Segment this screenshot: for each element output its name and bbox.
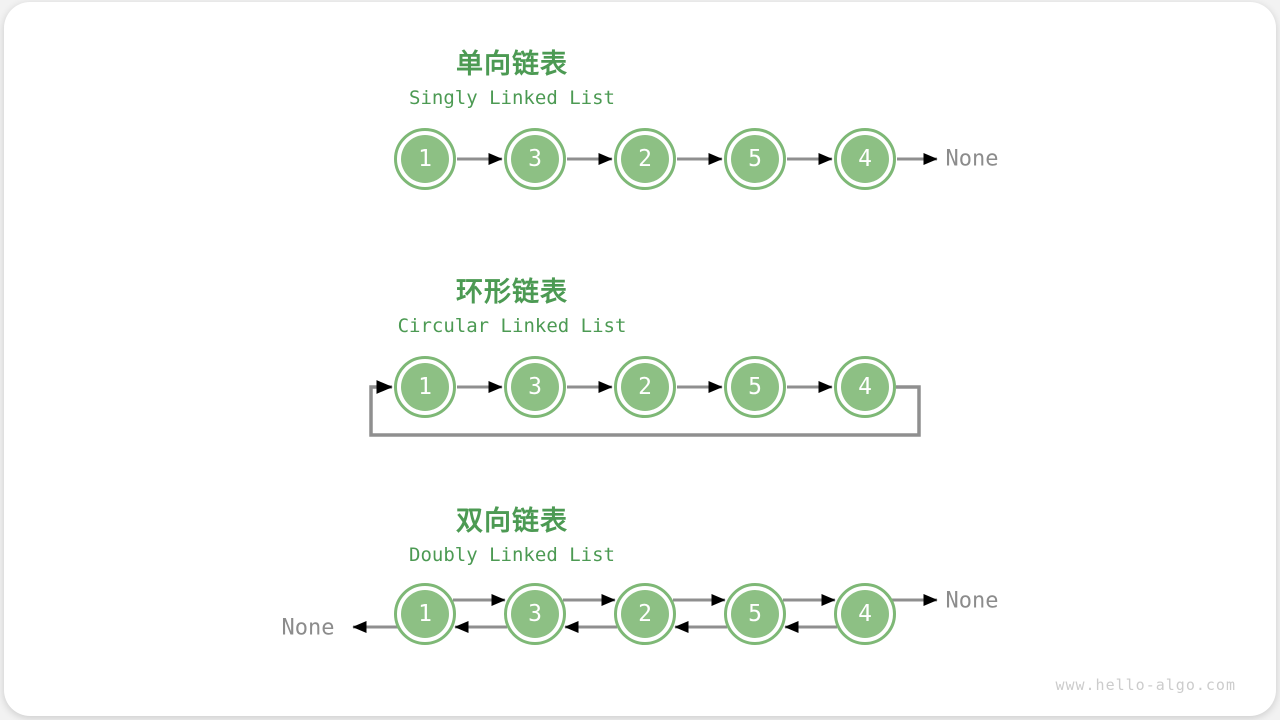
singly-title-en: Singly Linked List [409,87,615,109]
list-node: 5 [724,356,786,418]
list-node: 3 [504,583,566,645]
none-label: None [945,588,999,614]
section-doubly-titles: 双向链表 Doubly Linked List [362,505,662,567]
loop-arrow [369,380,921,437]
node-value: 4 [841,135,889,183]
list-node: 4 [834,356,896,418]
node-value: 1 [401,363,449,411]
section-singly-titles: 单向链表 Singly Linked List [362,48,662,110]
doubly-title-en: Doubly Linked List [409,544,615,566]
section-circular-titles: 环形链表 Circular Linked List [362,276,662,338]
arrow-layer [352,153,938,633]
none-label: None [281,615,335,641]
list-node: 3 [504,128,566,190]
list-node: 2 [614,583,676,645]
list-node: 1 [394,583,456,645]
node-value: 1 [401,135,449,183]
list-node: 1 [394,128,456,190]
singly-title-zh: 单向链表 [456,49,568,79]
node-value: 3 [511,363,559,411]
node-value: 3 [511,135,559,183]
list-node: 4 [834,128,896,190]
doubly-title-zh: 双向链表 [456,506,568,536]
diagram-card: 单向链表 Singly Linked List 环形链表 Circular Li… [4,2,1276,716]
list-node: 1 [394,356,456,418]
node-value: 5 [731,135,779,183]
circular-title-zh: 环形链表 [456,277,568,307]
node-value: 3 [511,590,559,638]
list-node: 4 [834,583,896,645]
node-value: 4 [841,590,889,638]
node-value: 5 [731,590,779,638]
node-value: 1 [401,590,449,638]
node-value: 2 [621,590,669,638]
list-node: 2 [614,128,676,190]
node-value: 4 [841,363,889,411]
node-value: 5 [731,363,779,411]
none-label: None [945,146,999,172]
list-node: 5 [724,128,786,190]
node-value: 2 [621,135,669,183]
list-node: 2 [614,356,676,418]
list-node: 5 [724,583,786,645]
circular-title-en: Circular Linked List [397,315,627,337]
node-value: 2 [621,363,669,411]
list-node: 3 [504,356,566,418]
watermark: www.hello-algo.com [1055,676,1236,694]
